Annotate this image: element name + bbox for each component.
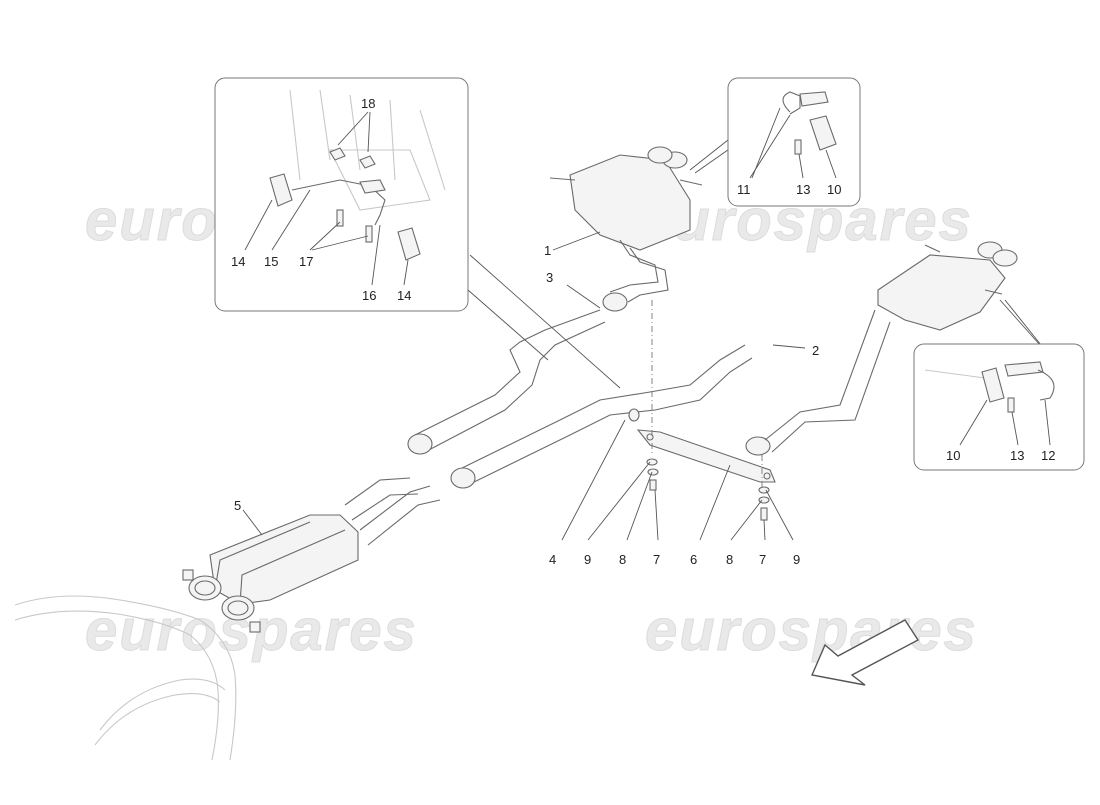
callout-2: 2 xyxy=(812,343,819,358)
rubber-mount xyxy=(809,115,837,151)
callout-13: 13 xyxy=(1010,448,1024,463)
callout-8b: 8 xyxy=(726,552,733,567)
callout-18: 18 xyxy=(361,96,375,111)
clamp-right-rear xyxy=(745,436,771,456)
callout-5: 5 xyxy=(234,498,241,513)
car-body-outline xyxy=(14,595,237,761)
callout-4: 4 xyxy=(549,552,556,567)
callout-11: 11 xyxy=(737,182,751,197)
tailpipe-right xyxy=(221,595,255,621)
callout-labels: 1 3 2 5 4 9 8 7 6 8 7 9 xyxy=(234,243,819,567)
callout-17: 17 xyxy=(299,254,313,269)
callout-16: 16 xyxy=(362,288,376,303)
support-bracket xyxy=(636,429,776,483)
callout-8a: 8 xyxy=(619,552,626,567)
watermark-bottom-right: eurospares xyxy=(645,598,978,663)
left-rear-muffler xyxy=(549,146,703,303)
callout-13: 13 xyxy=(796,182,810,197)
callout-15: 15 xyxy=(264,254,278,269)
clamp-left-rear xyxy=(602,292,628,312)
callout-9a: 9 xyxy=(584,552,591,567)
callout-7b: 7 xyxy=(759,552,766,567)
inset-top-right-mounting: 11 13 10 xyxy=(727,77,861,207)
inset-left-mounting: 18 14 15 17 16 14 xyxy=(214,77,469,312)
front-pipe-assembly xyxy=(407,292,771,489)
inset-right-mounting: 10 13 12 xyxy=(913,343,1085,471)
callout-3: 3 xyxy=(546,270,553,285)
callout-6: 6 xyxy=(690,552,697,567)
callout-14a: 14 xyxy=(231,254,245,269)
clamp-left-front xyxy=(407,433,433,455)
callout-12: 12 xyxy=(1041,448,1055,463)
rubber-mount-right xyxy=(397,227,421,261)
direction-arrow xyxy=(811,619,920,686)
callout-10: 10 xyxy=(946,448,960,463)
bolts-and-washers xyxy=(646,458,770,521)
clamp-right-front xyxy=(450,467,476,489)
callout-7a: 7 xyxy=(653,552,660,567)
rubber-mount xyxy=(981,367,1005,403)
rubber-mount-left xyxy=(269,173,293,207)
callout-1: 1 xyxy=(544,243,551,258)
tailpipe-left xyxy=(188,575,222,601)
rear-silencer-assembly xyxy=(182,477,441,633)
callout-9b: 9 xyxy=(793,552,800,567)
right-rear-muffler xyxy=(764,241,1018,453)
callout-10: 10 xyxy=(827,182,841,197)
callout-14b: 14 xyxy=(397,288,411,303)
